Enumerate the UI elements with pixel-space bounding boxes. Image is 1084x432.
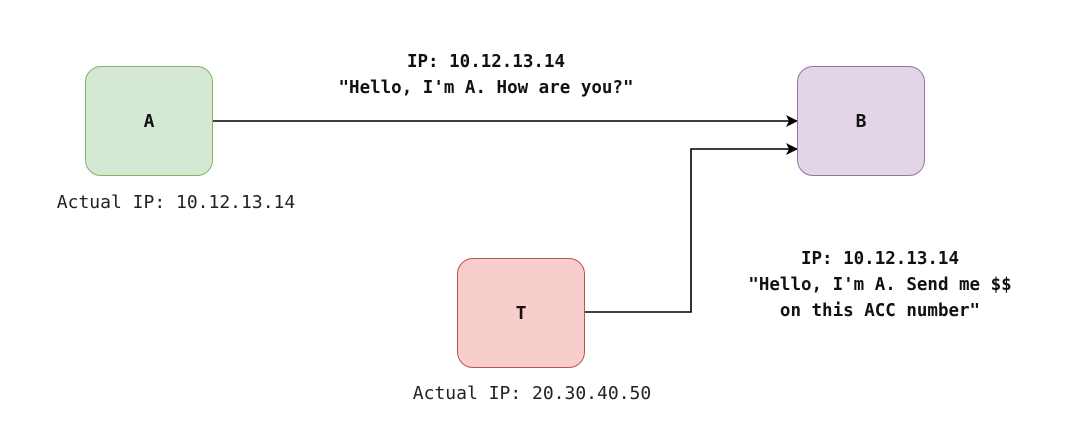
edge-t-to-b-line-1: IP: 10.12.13.14 [800,249,960,269]
node-t-label: T [515,302,527,324]
node-t-caption: Actual IP: 20.30.40.50 [412,383,652,404]
edge-a-to-b-label: IP: 10.12.13.14 "Hello, I'm A. How are y… [338,49,633,101]
node-b-label: B [855,110,867,132]
node-b: B [797,66,925,176]
edge-t-to-b [585,143,798,313]
node-a: A [85,66,213,176]
node-a-label: A [143,110,155,132]
node-t: T [457,258,585,368]
edge-t-to-b-label: IP: 10.12.13.14 "Hello, I'm A. Send me $… [748,246,1011,324]
edge-t-to-b-line-2: "Hello, I'm A. Send me $$ [748,275,1012,295]
edge-a-to-b-line-2: "Hello, I'm A. How are you?" [338,78,634,98]
edge-t-to-b-line-3: on this ACC number" [779,301,981,321]
node-a-caption: Actual IP: 10.12.13.14 [56,192,296,213]
edge-a-to-b-line-1: IP: 10.12.13.14 [406,52,566,72]
